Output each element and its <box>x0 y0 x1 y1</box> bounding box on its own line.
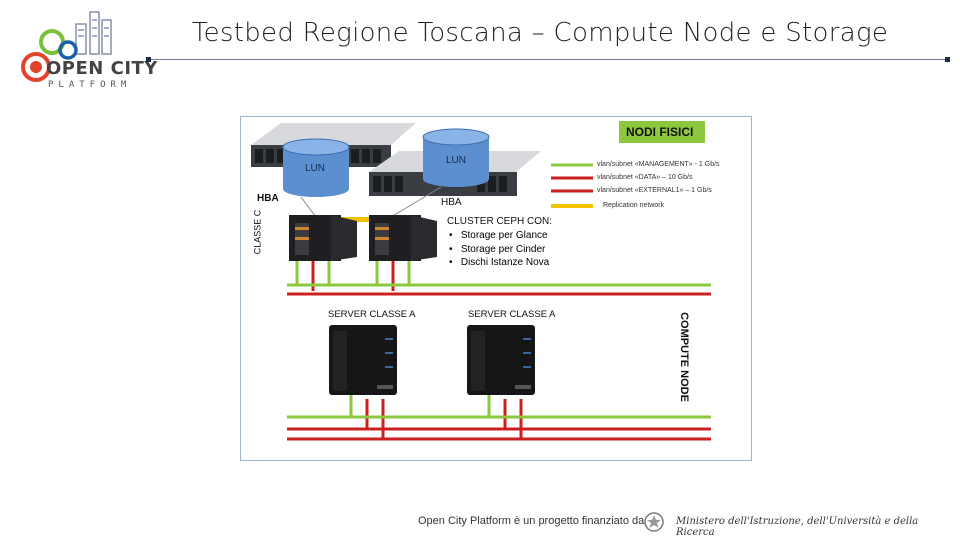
open-city-platform-logo: OPEN CITY PLATFORM <box>6 6 157 96</box>
replication-link <box>341 217 379 222</box>
legend-label-management: vlan/subnet «MANAGEMENT» - 1 Gb/s <box>597 161 720 168</box>
footer-funding-text: Open City Platform è un progetto finanzi… <box>418 515 645 527</box>
compute-node-label: COMPUTE NODE <box>678 312 690 402</box>
page-title: Testbed Regione Toscana – Compute Node e… <box>191 18 889 48</box>
nodi-fisici-label: NODI FISICI <box>626 125 694 139</box>
logo-main-text: OPEN CITY <box>46 58 158 79</box>
lun-label-left: LUN <box>305 163 326 174</box>
cluster-list: • Storage per Glance • Storage per Cinde… <box>449 229 549 270</box>
cluster-title: CLUSTER CEPH CON: <box>447 216 553 227</box>
logo-sub-text: PLATFORM <box>48 80 132 90</box>
title-divider <box>146 57 950 62</box>
network-diagram: NODI FISICI LUN LUN HBA HBA CLASSE C CLU… <box>240 116 752 461</box>
italian-republic-emblem <box>643 510 665 534</box>
lun-cylinder-right <box>422 128 490 187</box>
cluster-item: • Storage per Glance <box>449 230 548 241</box>
legend-label-replication: Replication network <box>603 202 665 209</box>
nodi-fisici-box <box>619 121 705 143</box>
hba-link-left <box>300 196 317 218</box>
hba-label-right: HBA <box>441 197 462 208</box>
compute-server-right <box>467 325 535 395</box>
ceph-server-left <box>289 215 357 261</box>
cluster-item: • Dischi Istanze Nova <box>449 257 550 268</box>
compute-server-left <box>329 325 397 395</box>
cluster-item: • Storage per Cinder <box>449 243 546 255</box>
ministry-name: Ministero dell'Istruzione, dell'Universi… <box>676 516 919 538</box>
hba-link-right <box>390 186 442 218</box>
lun-cylinder-left <box>282 138 350 197</box>
lun-label-right: LUN <box>446 155 467 166</box>
legend-label-data: vlan/subnet «DATA» – 10 Gb/s <box>597 174 693 181</box>
server-label-left: SERVER CLASSE A <box>328 309 416 320</box>
diagram-graphics <box>251 121 711 441</box>
classe-c-label: CLASSE C <box>252 209 263 255</box>
server-label-right: SERVER CLASSE A <box>468 309 556 320</box>
hba-label-left: HBA <box>257 193 279 204</box>
legend-label-external: vlan/subnet «EXTERNAL1» – 1 Gb/s <box>597 187 712 194</box>
ceph-server-right <box>369 215 437 261</box>
